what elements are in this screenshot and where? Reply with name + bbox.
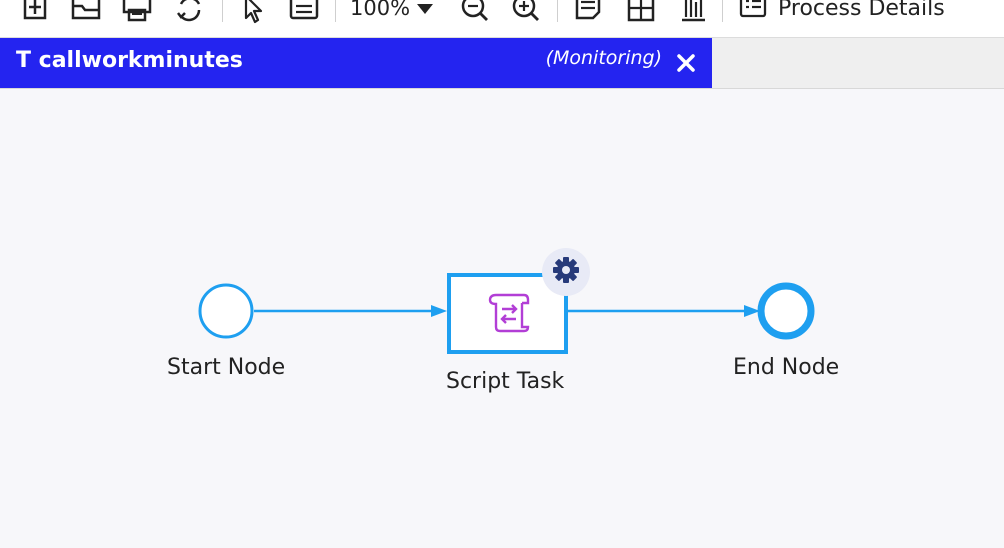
toolbar-separator xyxy=(222,0,223,22)
process-details-label: Process Details xyxy=(778,0,945,21)
folder-icon[interactable] xyxy=(69,0,103,26)
zoom-select[interactable]: 100% xyxy=(350,0,434,22)
process-details-button[interactable]: Process Details xyxy=(738,0,945,22)
toolbar-separator xyxy=(557,0,558,22)
add-icon[interactable] xyxy=(18,0,52,26)
toolbar-separator xyxy=(722,0,723,22)
zoom-out-icon[interactable] xyxy=(458,0,492,26)
task-settings-button[interactable] xyxy=(542,248,590,296)
notes-icon[interactable] xyxy=(571,0,605,26)
flow-connectors xyxy=(198,282,815,340)
toolbar: 100% Process Details xyxy=(0,0,1004,38)
close-icon[interactable] xyxy=(674,51,698,75)
refresh-icon[interactable] xyxy=(173,0,207,26)
process-canvas[interactable]: Start Node Script Task End Node xyxy=(0,89,1004,548)
arrow-head-icon xyxy=(744,305,760,317)
script-task-label: Script Task xyxy=(446,369,565,394)
bars-icon[interactable] xyxy=(676,0,710,26)
start-node[interactable] xyxy=(198,283,254,339)
zoom-in-icon[interactable] xyxy=(509,0,543,26)
pointer-icon[interactable] xyxy=(236,0,270,26)
tab-title: T callworkminutes xyxy=(16,48,243,73)
tab-callworkminutes[interactable]: T callworkminutes (Monitoring) xyxy=(0,38,712,88)
grid-icon[interactable] xyxy=(624,0,658,26)
zoom-value: 100% xyxy=(350,0,411,20)
chevron-down-icon xyxy=(416,0,434,20)
arrow-head-icon xyxy=(431,305,447,317)
script-icon xyxy=(484,291,532,339)
end-node[interactable] xyxy=(757,282,815,340)
process-details-icon xyxy=(738,0,768,24)
start-node-label: Start Node xyxy=(167,355,286,380)
print-icon[interactable] xyxy=(120,0,154,26)
list-icon[interactable] xyxy=(287,0,321,26)
tab-status: (Monitoring) xyxy=(545,47,662,69)
tab-bar: T callworkminutes (Monitoring) xyxy=(0,38,1004,89)
end-node-label: End Node xyxy=(733,355,840,380)
toolbar-separator xyxy=(335,0,336,22)
gear-icon xyxy=(552,256,580,288)
